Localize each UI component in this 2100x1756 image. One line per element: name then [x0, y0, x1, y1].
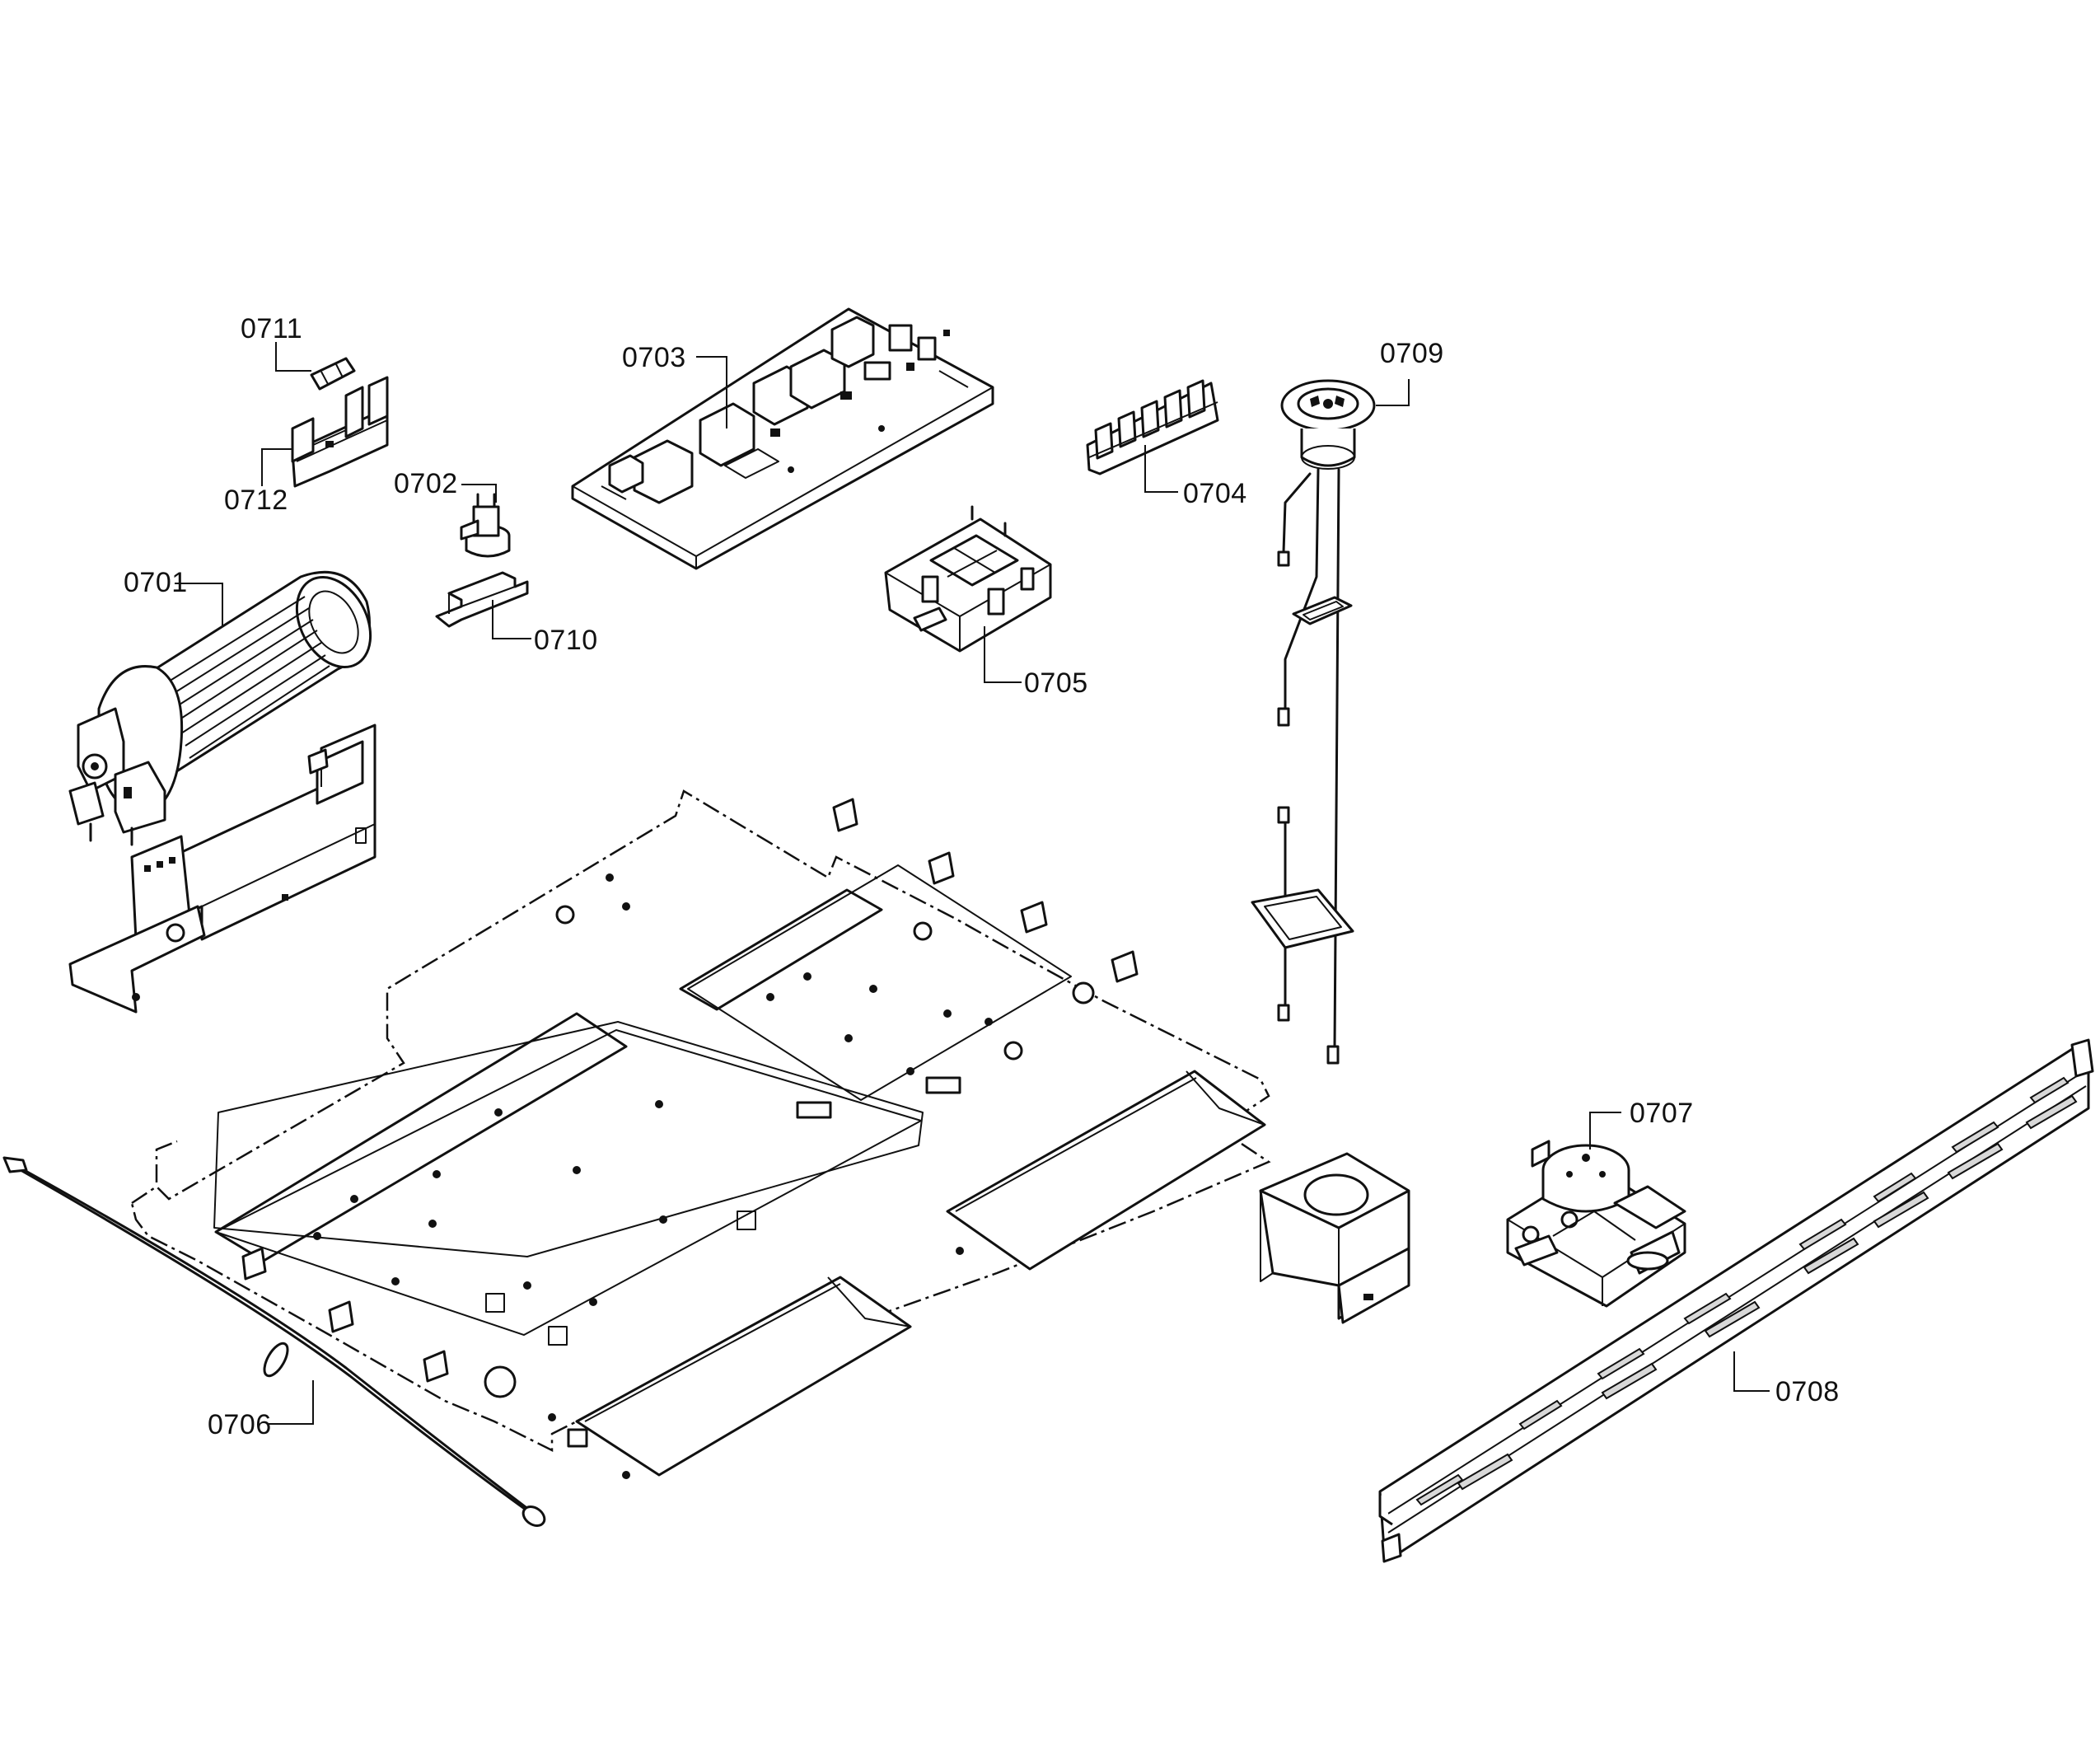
leader-0701 — [175, 583, 223, 626]
part-labels: 0711 0712 0702 0710 0703 0704 0705 0709 … — [124, 313, 1840, 1440]
label-0706: 0706 — [208, 1409, 272, 1440]
part-0712-fuse-holder[interactable] — [291, 376, 389, 488]
leader-0703 — [696, 356, 727, 428]
leader-0710 — [492, 600, 531, 639]
trim-rail-slots — [1415, 1076, 2078, 1506]
fan-mounting-bracket[interactable] — [68, 723, 377, 1014]
label-0712: 0712 — [224, 485, 288, 516]
label-0703: 0703 — [622, 342, 686, 373]
leader-lines — [175, 342, 1770, 1425]
leader-0709 — [1376, 379, 1410, 406]
duct-bracket[interactable] — [1259, 1152, 1410, 1324]
oven-base-panel — [130, 789, 1271, 1479]
part-0705-relay-housing[interactable] — [884, 505, 1052, 653]
part-0708-front-trim-rail[interactable] — [1378, 1038, 2094, 1563]
part-0702-thermostat[interactable] — [460, 493, 511, 558]
label-0704: 0704 — [1183, 478, 1247, 509]
part-0704-terminal-block[interactable] — [1086, 379, 1219, 475]
leader-0705 — [984, 626, 1022, 683]
leader-0702 — [461, 484, 497, 503]
part-0706-ground-wire[interactable] — [2, 1156, 548, 1529]
leader-0707 — [1589, 1112, 1621, 1150]
label-0707: 0707 — [1630, 1098, 1694, 1129]
label-0701: 0701 — [124, 567, 188, 598]
part-0710-thermostat-bracket[interactable] — [435, 571, 529, 628]
label-0705: 0705 — [1024, 667, 1088, 699]
part-0707-door-lock-motor[interactable] — [1506, 1140, 1686, 1308]
part-0711-fuse[interactable] — [310, 357, 356, 391]
label-0709: 0709 — [1380, 338, 1444, 369]
leader-0708 — [1733, 1351, 1770, 1392]
part-0703-control-board[interactable] — [571, 307, 994, 570]
part-0701-tangential-fan[interactable] — [68, 564, 386, 846]
part-0709-probe-socket[interactable] — [1251, 379, 1376, 1065]
label-0710: 0710 — [534, 625, 598, 656]
label-0702: 0702 — [394, 468, 458, 499]
leader-0704 — [1144, 445, 1178, 493]
leader-0711 — [275, 342, 311, 372]
leader-0706 — [268, 1380, 314, 1425]
label-0711: 0711 — [241, 313, 302, 344]
leader-0712 — [261, 448, 292, 486]
label-0708: 0708 — [1775, 1376, 1840, 1407]
